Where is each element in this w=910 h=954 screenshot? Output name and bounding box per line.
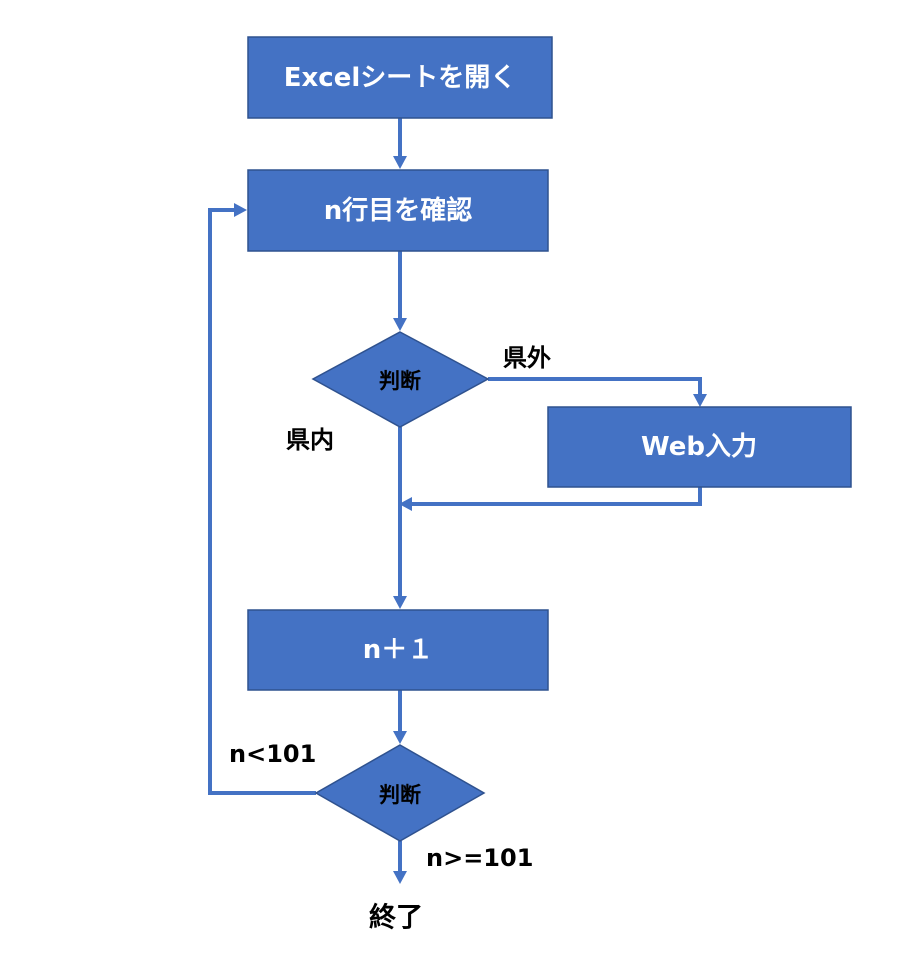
arrowhead	[693, 394, 707, 407]
node-decision-2	[314, 744, 486, 842]
arrowhead	[393, 596, 407, 609]
arrowhead	[393, 731, 407, 744]
node-decision-1	[311, 331, 490, 428]
edge-label-inside: 県内	[286, 426, 334, 454]
arrowhead	[393, 318, 407, 331]
edge-loop-back	[208, 208, 316, 795]
arrowhead	[393, 156, 407, 169]
node-check-row-label: n行目を確認	[324, 195, 473, 226]
edge-label-exit: n>=101	[426, 844, 533, 872]
node-increment	[247, 609, 549, 691]
edge-label-loop: n<101	[229, 740, 316, 768]
node-check-row	[247, 169, 549, 252]
edge-web-to-main	[410, 487, 702, 506]
edge-label-outside: 県外	[503, 344, 551, 372]
node-open-excel-label: Excelシートを開く	[284, 63, 517, 93]
node-decision-1-label: 判断	[379, 369, 421, 393]
arrowhead	[234, 203, 247, 217]
node-web-input	[547, 406, 852, 488]
node-decision-2-label: 判断	[379, 783, 421, 807]
node-web-input-label: Web入力	[641, 432, 757, 462]
node-end-label: 終了	[369, 902, 423, 934]
node-open-excel	[247, 36, 553, 119]
arrowhead	[399, 497, 412, 511]
arrowhead	[393, 871, 407, 884]
node-increment-label: n＋１	[363, 635, 434, 665]
edge-decision-to-web	[488, 377, 702, 396]
